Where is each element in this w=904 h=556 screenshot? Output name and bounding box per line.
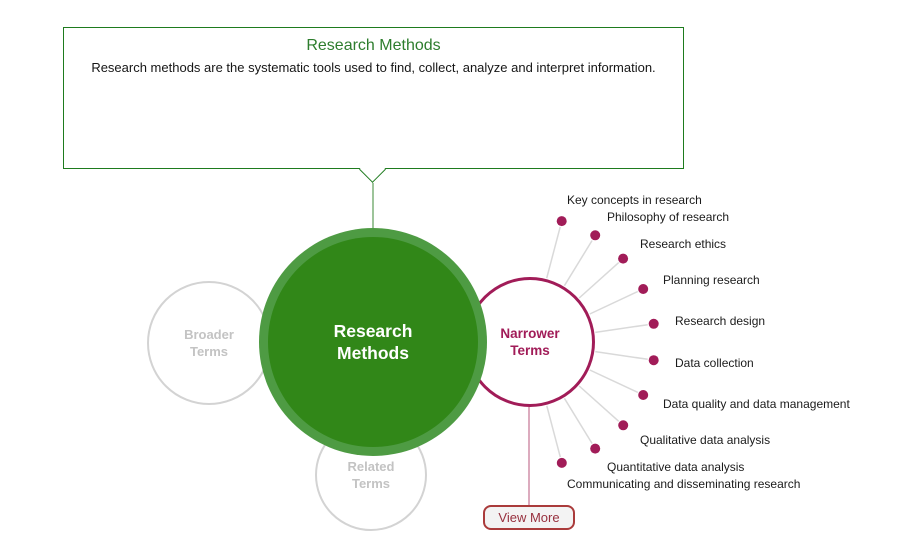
current-term-label: Research Methods (333, 321, 413, 363)
narrower-terms-label: Narrower Terms (500, 326, 560, 358)
narrower-term-line (595, 350, 648, 361)
view-more-button[interactable]: View More (483, 505, 575, 530)
narrower-term-line (578, 262, 620, 299)
narrower-term-dot[interactable] (618, 253, 629, 264)
narrower-term-dot[interactable] (638, 390, 649, 400)
narrower-term-line (578, 385, 620, 422)
narrower-term-dot[interactable] (556, 457, 567, 468)
term-tooltip: Research Methods Research methods are th… (63, 27, 684, 183)
narrower-term-line (563, 397, 593, 444)
current-term-node[interactable]: Research Methods (259, 228, 487, 456)
narrower-term-line (589, 369, 639, 394)
narrower-term-label[interactable]: Quantitative data analysis (607, 460, 745, 474)
narrower-term-dot[interactable] (648, 318, 659, 329)
narrower-term-label[interactable]: Data collection (675, 356, 754, 370)
narrower-term-label[interactable]: Research ethics (640, 237, 727, 251)
tooltip-description: Research methods are the systematic tool… (91, 60, 656, 75)
narrower-term-label[interactable]: Qualitative data analysis (640, 433, 771, 447)
narrower-term-dot[interactable] (648, 355, 659, 366)
narrower-term-spokes (545, 216, 659, 468)
narrower-term-line (563, 240, 593, 287)
narrower-term-label[interactable]: Communicating and disseminating research (567, 477, 801, 491)
narrower-term-label[interactable]: Research design (675, 314, 766, 328)
narrower-term-dot[interactable] (590, 443, 601, 454)
broader-terms-label: Broader Terms (184, 327, 234, 359)
narrower-term-line (595, 323, 648, 334)
narrower-term-label[interactable]: Philosophy of research (607, 210, 730, 224)
tooltip-title: Research Methods (306, 37, 441, 54)
narrower-term-label[interactable]: Planning research (663, 273, 760, 287)
narrower-term-dot[interactable] (638, 284, 649, 294)
narrower-term-line (546, 405, 562, 458)
narrower-term-dot[interactable] (590, 230, 601, 241)
narrower-term-line (589, 290, 639, 315)
current-term-node-inner: Research Methods (268, 237, 478, 447)
narrower-term-dot[interactable] (618, 420, 629, 431)
narrower-term-label[interactable]: Key concepts in research (567, 193, 702, 207)
narrower-term-dot[interactable] (556, 216, 567, 227)
narrower-term-line (545, 226, 561, 279)
broader-terms-node[interactable]: Broader Terms (147, 281, 271, 405)
narrower-term-label[interactable]: Data quality and data management (663, 397, 850, 411)
related-terms-label: Related Terms (347, 459, 395, 491)
